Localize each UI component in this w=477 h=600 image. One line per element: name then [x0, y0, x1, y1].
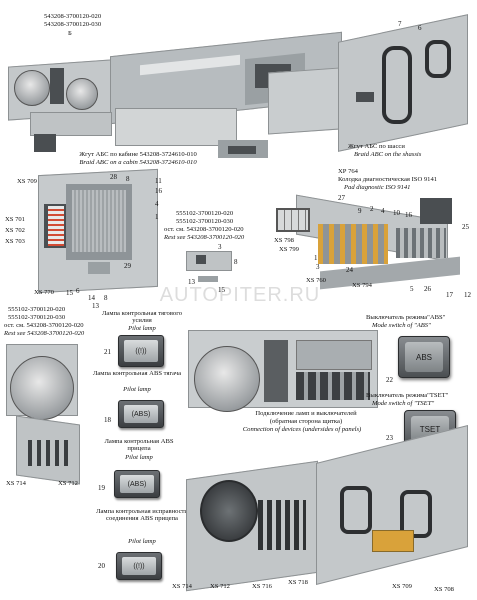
left-part-line-2: 555102-3700120-030 [8, 314, 66, 321]
cab-harness-ru: Жгут АБС по кабине 543208-3724610-010 [79, 151, 197, 158]
diag-connector-en: Pad diagnostic ISO 9141 [344, 184, 411, 191]
middle-part-line-3: ост. см. 543208-3700120-020 [164, 226, 244, 233]
callout-24: 24 [346, 266, 353, 274]
callout-9: 9 [358, 207, 362, 215]
callout-16b: 16 [405, 211, 412, 219]
lamp-20-ru: Лампа контрольная исправности соединения… [96, 508, 188, 523]
chassis-harness-en: Braid ABC on the shassis [354, 151, 422, 158]
connection-note-en: Connection of devices (undersides of pan… [242, 426, 362, 433]
callout-22: 22 [386, 376, 393, 384]
callout-16: 16 [155, 187, 162, 195]
callout-8c: 8 [234, 258, 238, 266]
left-part-line-1: 555102-3700120-020 [8, 306, 66, 313]
part-number-line-1: 543208-3700120-020 [44, 13, 102, 20]
callout-28: 28 [110, 173, 117, 181]
callout-26: 26 [424, 285, 431, 293]
left-part-line-3: ост. см. 543208-3700120-020 [4, 322, 84, 329]
xs-798-label: XS 798 [274, 237, 294, 244]
callout-8: 8 [126, 175, 130, 183]
callout-7: 7 [398, 20, 402, 28]
connection-note-ru-2: (обратная сторона щитка) [269, 418, 343, 425]
pilot-lamp-traction: ((!)) [118, 335, 164, 367]
callout-8b: 8 [104, 294, 108, 302]
xs-714-label-left: XS 714 [6, 480, 26, 487]
lamp-symbol: (ABS) [124, 405, 158, 423]
callout-6b: 6 [76, 287, 80, 295]
chassis-harness-ru: Жгут АБС по шасси [348, 143, 405, 150]
lamp-19-en: Pilot lamp [125, 454, 153, 461]
xs-794-label: XS 794 [352, 282, 372, 289]
view-letter: Б [68, 30, 72, 37]
callout-1b: 1 [314, 254, 318, 262]
middle-part-line-2: 555102-3700120-030 [176, 218, 234, 225]
callout-11: 11 [155, 177, 162, 185]
xs-701-label: XS 701 [5, 216, 25, 223]
middle-part-line-4: Rest see 543208-3700120-020 [164, 234, 245, 241]
switch-23-ru: Выключатель режима"TSET" [366, 392, 449, 399]
callout-21: 21 [104, 348, 111, 356]
callout-1: 1 [155, 213, 159, 221]
callout-13b: 13 [188, 278, 195, 286]
callout-4: 4 [155, 200, 159, 208]
abs-mode-switch[interactable]: ABS [398, 336, 450, 378]
lamp-20-en: Pilot lamp [128, 538, 156, 545]
callout-6: 6 [418, 24, 422, 32]
callout-13: 13 [92, 302, 99, 310]
part-number-line-2: 543208-3700120-030 [44, 21, 102, 28]
xs-712-label-left: XS 712 [58, 480, 78, 487]
callout-17: 17 [446, 291, 453, 299]
lamp-18-ru: Лампа контрольная ABS тягача [92, 370, 182, 377]
callout-15: 15 [66, 289, 73, 297]
xs-716-label-center: XS 716 [252, 583, 272, 590]
callout-25: 25 [462, 223, 469, 231]
cab-harness-en: Braid ABC on a cabin 543208-3724610-010 [79, 159, 197, 166]
pilot-lamp-trailer-connection: ((!)) [116, 552, 162, 580]
xs-709-label-bottom: XS 709 [392, 583, 412, 590]
diag-connector-code: ХР 764 [338, 168, 358, 175]
callout-5: 5 [410, 285, 414, 293]
switch-22-ru: Выключатель режима"ABS" [366, 314, 446, 321]
pilot-lamp-abs-tractor: (ABS) [118, 400, 164, 428]
lamp-19-ru: Лампа контрольная ABS прицепа [104, 438, 174, 453]
xs-799-label: XS 799 [279, 246, 299, 253]
callout-29: 29 [124, 262, 131, 270]
lamp-symbol: (ABS) [120, 475, 154, 493]
xs-770-label: XS 770 [34, 289, 54, 296]
lamp-symbol: ((!)) [124, 340, 158, 362]
callout-2: 2 [370, 205, 374, 213]
callout-27: 27 [338, 194, 345, 202]
callout-19: 19 [98, 484, 105, 492]
xs-714-label-center: XS 714 [172, 583, 192, 590]
xs-703-label: XS 703 [5, 238, 25, 245]
xs-702-label: XS 702 [5, 227, 25, 234]
callout-4b: 4 [381, 207, 385, 215]
diag-connector-ru: Колодка диагностическая ISO 9141 [338, 176, 438, 183]
callout-12: 12 [464, 291, 471, 299]
lamp-18-en: Pilot lamp [123, 386, 151, 393]
callout-15b: 15 [218, 286, 225, 294]
xs-708-label-bottom: XS 708 [434, 586, 454, 593]
callout-18: 18 [104, 416, 111, 424]
callout-23: 23 [386, 434, 393, 442]
switch-22-en: Mode switch of "ABS" [372, 322, 431, 329]
callout-14: 14 [88, 294, 95, 302]
middle-part-line-1: 555102-3700120-020 [176, 210, 234, 217]
xs-760-label: XS 760 [306, 277, 326, 284]
pilot-lamp-abs-trailer: (ABS) [114, 470, 160, 498]
lamp-21-ru: Лампа контрольная тягового усилия [101, 310, 183, 325]
left-part-line-4: Rest see 543208-3700120-020 [4, 330, 85, 337]
xs-718-label-center: XS 718 [288, 579, 308, 586]
lamp-symbol: ((!)) [122, 557, 156, 575]
callout-20: 20 [98, 562, 105, 570]
lamp-21-en: Pilot lamp [128, 325, 156, 332]
xs-712-label-center: XS 712 [210, 583, 230, 590]
callout-3b: 3 [316, 263, 320, 271]
callout-10: 10 [393, 209, 400, 217]
callout-3: 3 [218, 243, 222, 251]
xs-709-label: XS 709 [17, 178, 37, 185]
watermark: AUTOPITER.RU [159, 284, 321, 306]
switch-label: ABS [405, 342, 443, 372]
connection-note-ru-1: Подключение ламп и выключателей [255, 410, 357, 417]
switch-23-en: Mode switch of "TSET" [372, 400, 435, 407]
